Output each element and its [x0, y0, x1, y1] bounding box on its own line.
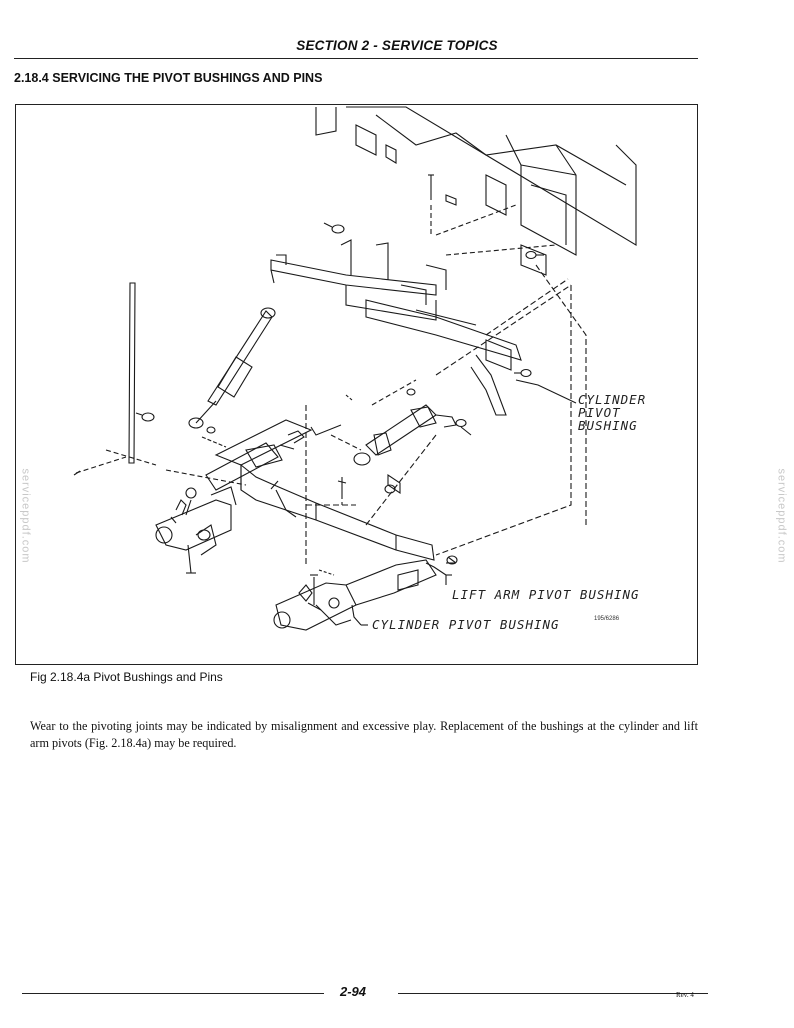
watermark-left: serviceppdf.com [19, 468, 32, 564]
header-rule [14, 58, 698, 59]
watermark-right: serviceppdf.com [775, 468, 788, 564]
revision-label: Rev. 4 [676, 991, 694, 999]
callout-line-pivot: PIVOT [578, 405, 621, 420]
page-number: 2-94 [340, 984, 367, 999]
callout-cylinder-pivot-upper: CYLINDER PIVOT BUSHING [578, 393, 646, 432]
callout-lift-arm-pivot-bushing: LIFT ARM PIVOT BUSHING [452, 587, 640, 602]
body-paragraph: Wear to the pivoting joints may be indic… [30, 719, 698, 750]
drawing-id: 195/6286 [594, 616, 620, 622]
figure-frame: CYLINDER PIVOT BUSHING LIFT ARM PIVOT BU… [15, 104, 698, 665]
figure-caption: Fig 2.18.4a Pivot Bushings and Pins [30, 670, 223, 684]
footer-rule-left [22, 993, 324, 994]
callout-line-cylinder: CYLINDER [578, 392, 647, 407]
section-heading: 2.18.4 SERVICING THE PIVOT BUSHINGS AND … [14, 71, 323, 85]
footer-rule-right [398, 993, 708, 994]
callout-cylinder-pivot-bushing-lower: CYLINDER PIVOT BUSHING [372, 617, 560, 632]
pivot-assembly-drawing [73, 106, 637, 631]
section-header-title: SECTION 2 - SERVICE TOPICS [296, 38, 498, 53]
callout-line-bushing: BUSHING [578, 418, 638, 433]
